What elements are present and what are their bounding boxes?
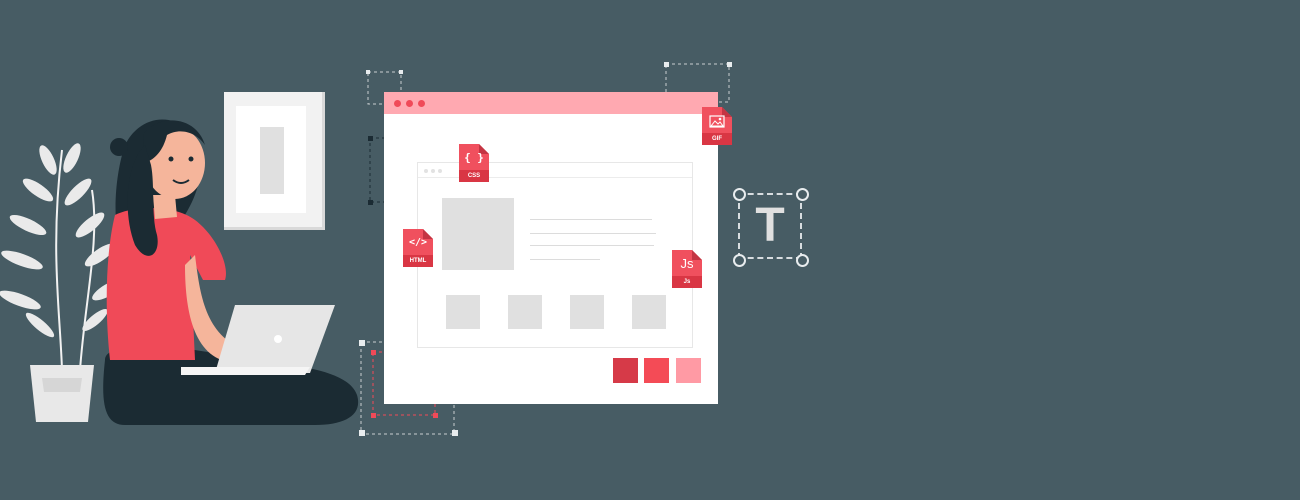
wireframe-dot [431, 169, 435, 173]
wireframe-tile [570, 295, 604, 329]
window-dot-close [394, 100, 401, 107]
wireframe-dot [438, 169, 442, 173]
wireframe-text-line [530, 245, 654, 246]
window-dot-maximize [418, 100, 425, 107]
js-file-label: Js [683, 279, 691, 285]
color-swatch-light [676, 358, 701, 383]
wireframe-page [417, 162, 693, 348]
gif-file-label: GIF [712, 136, 722, 142]
gif-file-icon: GIF [702, 107, 732, 145]
wireframe-text-line [530, 233, 656, 234]
resize-handle [733, 254, 746, 267]
wireframe-tile [446, 295, 480, 329]
js-file-icon: Js Js [672, 250, 702, 288]
wireframe-tile [508, 295, 542, 329]
color-swatch-medium [644, 358, 669, 383]
wireframe-tile [632, 295, 666, 329]
wireframe-image-placeholder [442, 198, 514, 270]
color-swatch-dark [613, 358, 638, 383]
html-file-icon: </> HTML [403, 229, 433, 267]
wireframe-header-line [418, 177, 692, 178]
browser-window [384, 92, 718, 404]
browser-title-bar [384, 92, 718, 114]
wireframe-text-line [530, 259, 600, 260]
window-dot-minimize [406, 100, 413, 107]
html-file-label: HTML [409, 258, 427, 264]
text-tool-box [738, 193, 802, 259]
woman-illustration [103, 119, 359, 425]
wireframe-dot [424, 169, 428, 173]
resize-handle [796, 254, 809, 267]
css-file-icon: { } CSS [459, 144, 489, 182]
image-icon [709, 115, 725, 128]
picture-frame-art [260, 127, 284, 194]
css-file-label: CSS [467, 173, 481, 179]
wireframe-text-line [530, 219, 652, 220]
resize-handle [796, 188, 809, 201]
text-tool-letter: T [755, 199, 785, 252]
resize-handle [733, 188, 746, 201]
